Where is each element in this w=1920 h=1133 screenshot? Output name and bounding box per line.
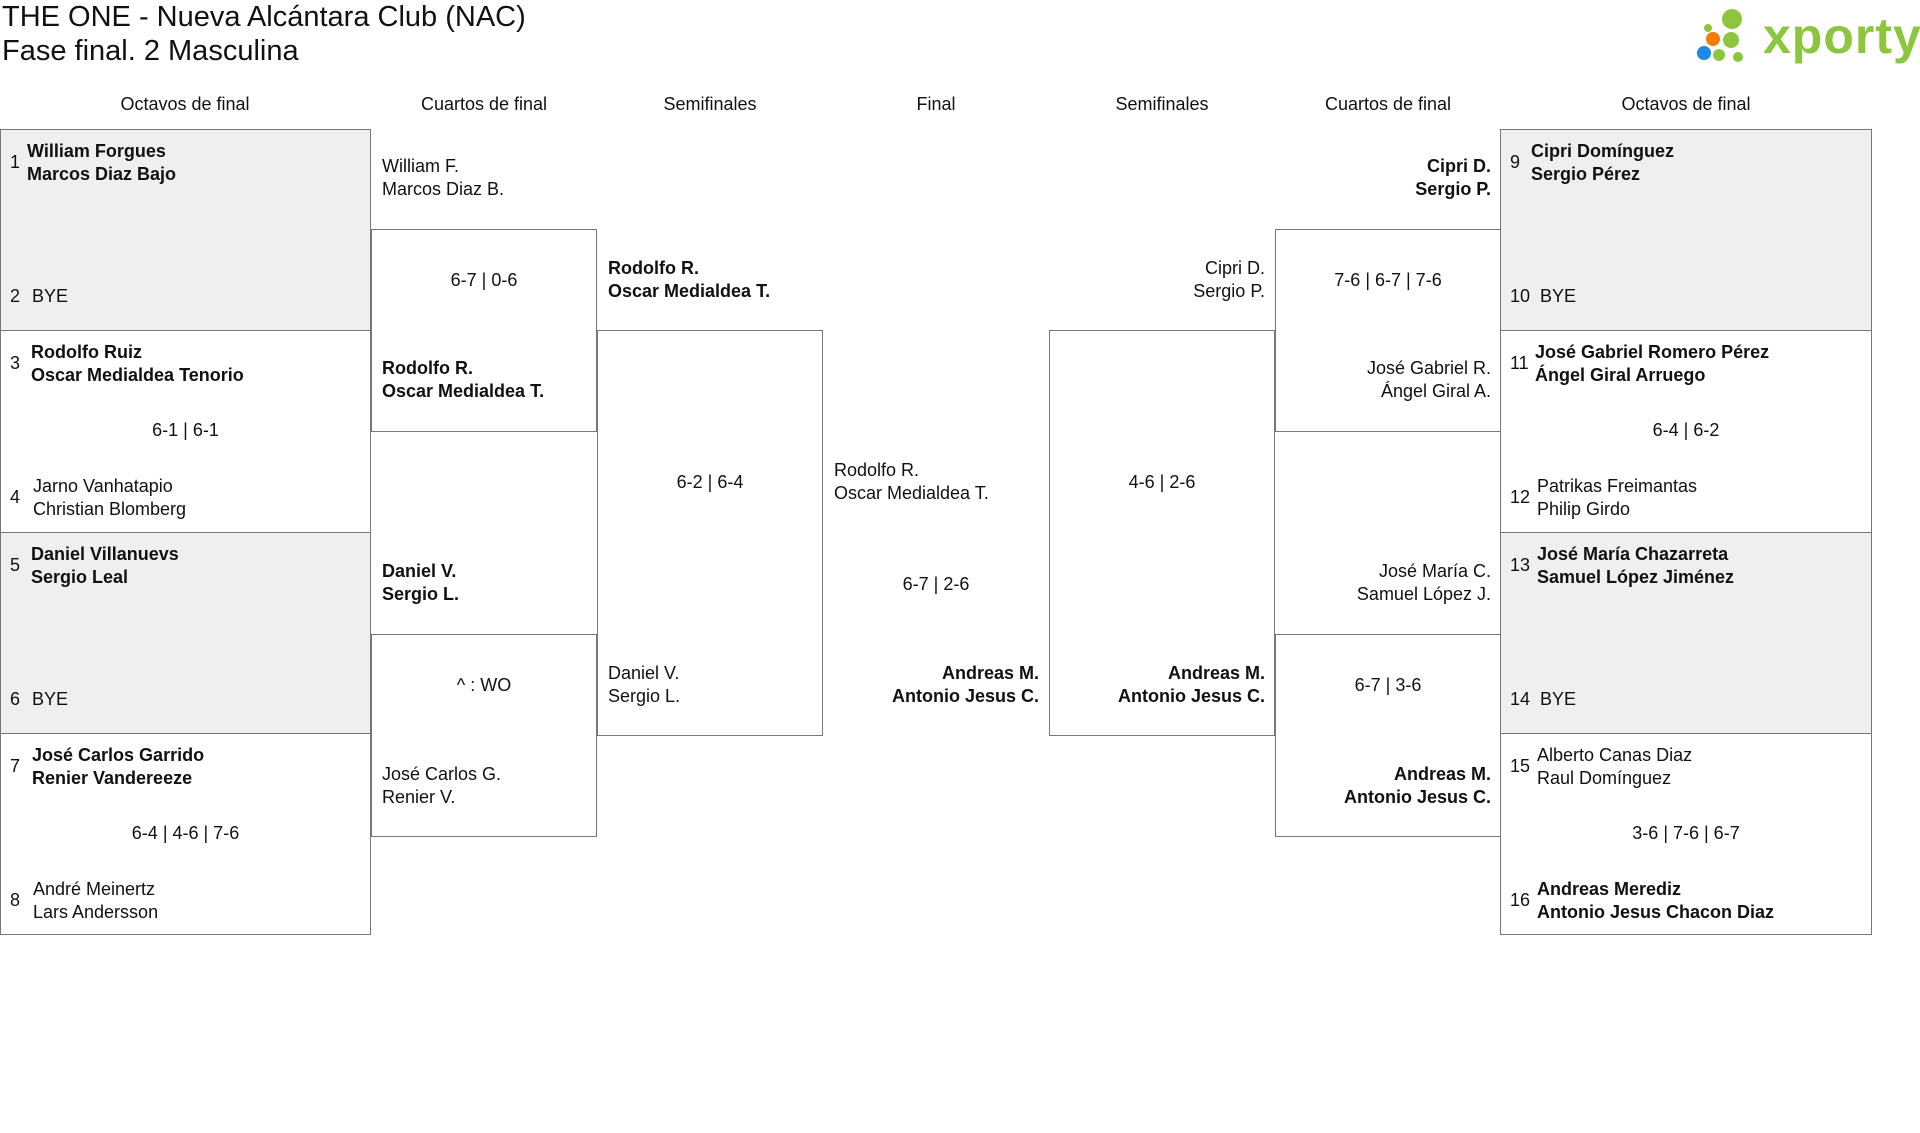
seed-number: 14 [1510,689,1531,709]
player-pair: William F.Marcos Diaz B. [382,156,505,199]
bye-label: BYE [1540,689,1577,709]
match-box[interactable] [597,330,823,736]
seed-number: 4 [10,487,21,507]
col-final: Final [916,94,956,114]
match-box[interactable] [371,229,597,432]
player-pair: Cipri D.Sergio P. [1415,156,1491,199]
player-pair: Rodolfo R.Oscar Medialdea T. [834,460,989,503]
player-pair: José Gabriel R.Ángel Giral A. [1366,358,1491,401]
match-box[interactable] [0,129,371,331]
match-score: 6-7 | 3-6 [1354,675,1422,695]
player-pair: Andreas M.Antonio Jesus C. [1343,764,1491,807]
match-box[interactable] [0,733,371,935]
page-subtitle: Fase final. 2 Masculina [2,35,299,67]
match-box[interactable] [371,634,597,837]
player-pair: Daniel V.Sergio L. [608,663,681,706]
match-score: 7-6 | 6-7 | 7-6 [1334,270,1442,290]
match-box[interactable] [1275,229,1501,432]
match-box[interactable] [1500,733,1872,935]
player-pair: Cipri D.Sergio P. [1193,258,1265,301]
match-score: ^ : WO [456,675,512,695]
logo-text: xporty [1763,8,1920,64]
player-pair: Rodolfo R.Oscar Medialdea T. [382,358,545,401]
player-pair: José Carlos G.Renier V. [382,764,502,807]
match-score: 6-4 | 4-6 | 7-6 [131,823,240,843]
match-box[interactable] [0,330,371,533]
seed-number: 11 [1510,353,1529,373]
match-box[interactable] [1500,129,1872,331]
xporty-logo[interactable]: xporty [1695,5,1920,75]
col-octavos-right: Octavos de final [1621,94,1751,114]
seed-number: 12 [1510,487,1531,507]
match-box[interactable] [1049,330,1275,736]
seed-number: 8 [10,890,21,910]
match-box[interactable] [1275,634,1501,837]
seed-number: 3 [10,353,21,373]
bye-label: BYE [32,286,69,306]
seed-number: 1 [10,152,21,172]
match-box[interactable] [1500,532,1872,734]
player-pair: José María C.Samuel López J. [1356,561,1491,604]
bye-label: BYE [32,689,69,709]
player-pair: Andreas M.Antonio Jesus C. [1117,663,1265,706]
seed-number: 7 [10,756,21,776]
match-score: 6-4 | 6-2 [1652,420,1720,440]
col-cuartos-left: Cuartos de final [420,94,548,114]
match-box[interactable] [1500,330,1872,533]
seed-number: 15 [1510,756,1531,776]
player-pair: Rodolfo R.Oscar Medialdea T. [608,258,771,301]
seed-number: 5 [10,555,21,575]
seed-number: 2 [10,286,21,306]
player-pair: Andreas M.Antonio Jesus C. [891,663,1039,706]
seed-number: 13 [1510,555,1531,575]
seed-number: 6 [10,689,21,709]
col-semis-right: Semifinales [1115,94,1209,114]
seed-number: 16 [1510,890,1531,910]
seed-number: 10 [1510,286,1531,306]
match-score: 3-6 | 7-6 | 6-7 [1632,823,1740,843]
match-score: 6-7 | 0-6 [450,270,518,290]
bye-label: BYE [1540,286,1577,306]
logo-dots-icon [1697,9,1743,62]
seed-number: 9 [1510,152,1521,172]
match-score: 6-1 | 6-1 [152,420,219,440]
match-score: 6-7 | 2-6 [902,574,970,594]
player-pair: Daniel V.Sergio L. [382,561,460,604]
col-octavos-left: Octavos de final [120,94,250,114]
col-cuartos-right: Cuartos de final [1324,94,1452,114]
col-semis-left: Semifinales [663,94,757,114]
match-score: 4-6 | 2-6 [1128,472,1196,492]
page-title: THE ONE - Nueva Alcántara Club (NAC) [2,1,526,33]
match-score: 6-2 | 6-4 [676,472,744,492]
